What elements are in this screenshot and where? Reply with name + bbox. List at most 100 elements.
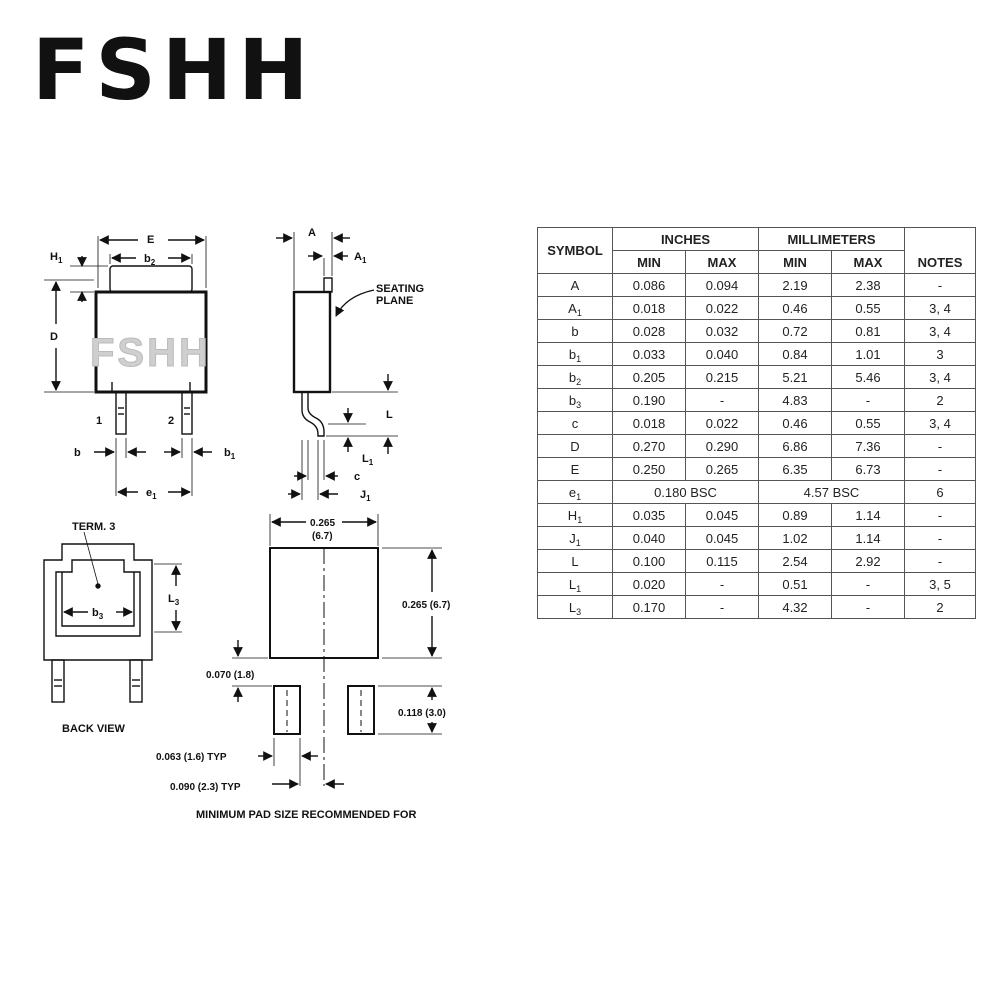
value-cell: 0.46 bbox=[758, 411, 832, 435]
value-cell: 2 bbox=[904, 388, 976, 412]
label-A: A bbox=[308, 227, 316, 239]
label-pin2: 2 bbox=[168, 415, 174, 427]
value-cell: 0.018 bbox=[612, 411, 686, 435]
symbol-cell: J1 bbox=[537, 526, 613, 550]
value-cell: 0.086 bbox=[612, 273, 686, 297]
value-cell: 6.73 bbox=[831, 457, 905, 481]
header-mm-max: MAX bbox=[831, 250, 905, 274]
pad-width-mm-label: (6.7) bbox=[312, 531, 333, 542]
value-cell: 2.19 bbox=[758, 273, 832, 297]
label-J1: J1 bbox=[360, 489, 371, 503]
value-cell: 0.81 bbox=[831, 319, 905, 343]
value-cell: 0.022 bbox=[685, 411, 759, 435]
value-cell: 0.032 bbox=[685, 319, 759, 343]
symbol-cell: b1 bbox=[537, 342, 613, 366]
value-cell: 0.100 bbox=[612, 549, 686, 573]
value-cell: 0.022 bbox=[685, 296, 759, 320]
value-cell: 1.14 bbox=[831, 503, 905, 527]
value-cell: - bbox=[904, 273, 976, 297]
header-inches: INCHES bbox=[612, 227, 759, 251]
value-cell: - bbox=[904, 434, 976, 458]
value-cell: - bbox=[904, 526, 976, 550]
pad-height-label: 0.265 (6.7) bbox=[402, 600, 450, 611]
value-cell: - bbox=[904, 549, 976, 573]
value-cell: 2.92 bbox=[831, 549, 905, 573]
label-pin1: 1 bbox=[96, 415, 102, 427]
label-c: c bbox=[354, 471, 360, 483]
brand-logo: FSHH bbox=[32, 21, 315, 119]
label-plane: PLANE bbox=[376, 295, 413, 307]
symbol-cell: b2 bbox=[537, 365, 613, 389]
value-cell: - bbox=[685, 572, 759, 596]
package-drawing: FSHH E b2 H1 D 1 2 b b1 e1 A A1 SEATING … bbox=[43, 227, 450, 821]
label-E: E bbox=[147, 234, 154, 246]
value-cell: 3, 5 bbox=[904, 572, 976, 596]
value-cell: 0.215 bbox=[685, 365, 759, 389]
value-cell: 0.290 bbox=[685, 434, 759, 458]
symbol-cell: b bbox=[537, 319, 613, 343]
value-cell: 6.86 bbox=[758, 434, 832, 458]
label-term3: TERM. 3 bbox=[72, 521, 115, 533]
value-cell: 2.54 bbox=[758, 549, 832, 573]
pad-h-label: 0.118 (3.0) bbox=[398, 708, 446, 719]
value-cell: 2 bbox=[904, 595, 976, 619]
label-L3: L3 bbox=[168, 593, 180, 607]
value-cell: 3 bbox=[904, 342, 976, 366]
value-cell: 0.84 bbox=[758, 342, 832, 366]
value-cell: 4.32 bbox=[758, 595, 832, 619]
header-symbol: SYMBOL bbox=[537, 227, 613, 274]
header-in-min: MIN bbox=[612, 250, 686, 274]
value-cell: - bbox=[831, 572, 905, 596]
value-cell: - bbox=[685, 388, 759, 412]
dimension-table: SYMBOL INCHES MILLIMETERS NOTES MIN MAX … bbox=[537, 227, 976, 619]
label-b2: b2 bbox=[144, 253, 156, 267]
back-view bbox=[43, 531, 182, 703]
value-cell: 0.265 bbox=[685, 457, 759, 481]
value-cell: 3, 4 bbox=[904, 296, 976, 320]
label-e1: e1 bbox=[146, 487, 157, 501]
symbol-cell: e1 bbox=[537, 480, 613, 504]
value-cell: 0.035 bbox=[612, 503, 686, 527]
watermark: FSHH bbox=[90, 331, 211, 375]
value-cell: 0.270 bbox=[612, 434, 686, 458]
symbol-cell: A bbox=[537, 273, 613, 297]
value-cell: - bbox=[831, 595, 905, 619]
value-cell: 0.045 bbox=[685, 526, 759, 550]
back-view-caption: BACK VIEW bbox=[62, 723, 126, 735]
value-cell: 0.250 bbox=[612, 457, 686, 481]
value-cell: 0.115 bbox=[685, 549, 759, 573]
value-cell: 0.045 bbox=[685, 503, 759, 527]
value-cell: - bbox=[904, 503, 976, 527]
pad-caption: MINIMUM PAD SIZE RECOMMENDED FOR bbox=[196, 809, 416, 821]
value-cell: 7.36 bbox=[831, 434, 905, 458]
value-cell: 6.35 bbox=[758, 457, 832, 481]
value-cell: 0.190 bbox=[612, 388, 686, 412]
value-cell: 5.21 bbox=[758, 365, 832, 389]
label-b: b bbox=[74, 447, 81, 459]
symbol-cell: L3 bbox=[537, 595, 613, 619]
value-cell: 0.51 bbox=[758, 572, 832, 596]
value-cell: 0.033 bbox=[612, 342, 686, 366]
value-cell: 0.55 bbox=[831, 296, 905, 320]
symbol-cell: H1 bbox=[537, 503, 613, 527]
value-cell: - bbox=[685, 595, 759, 619]
value-cell: 0.028 bbox=[612, 319, 686, 343]
value-cell: 3, 4 bbox=[904, 319, 976, 343]
symbol-cell: c bbox=[537, 411, 613, 435]
value-cell: 0.018 bbox=[612, 296, 686, 320]
symbol-cell: D bbox=[537, 434, 613, 458]
value-cell: 4.83 bbox=[758, 388, 832, 412]
value-cell: - bbox=[831, 388, 905, 412]
pad-pitch-label: 0.090 (2.3) TYP bbox=[170, 782, 241, 793]
pad-layout bbox=[232, 514, 442, 789]
